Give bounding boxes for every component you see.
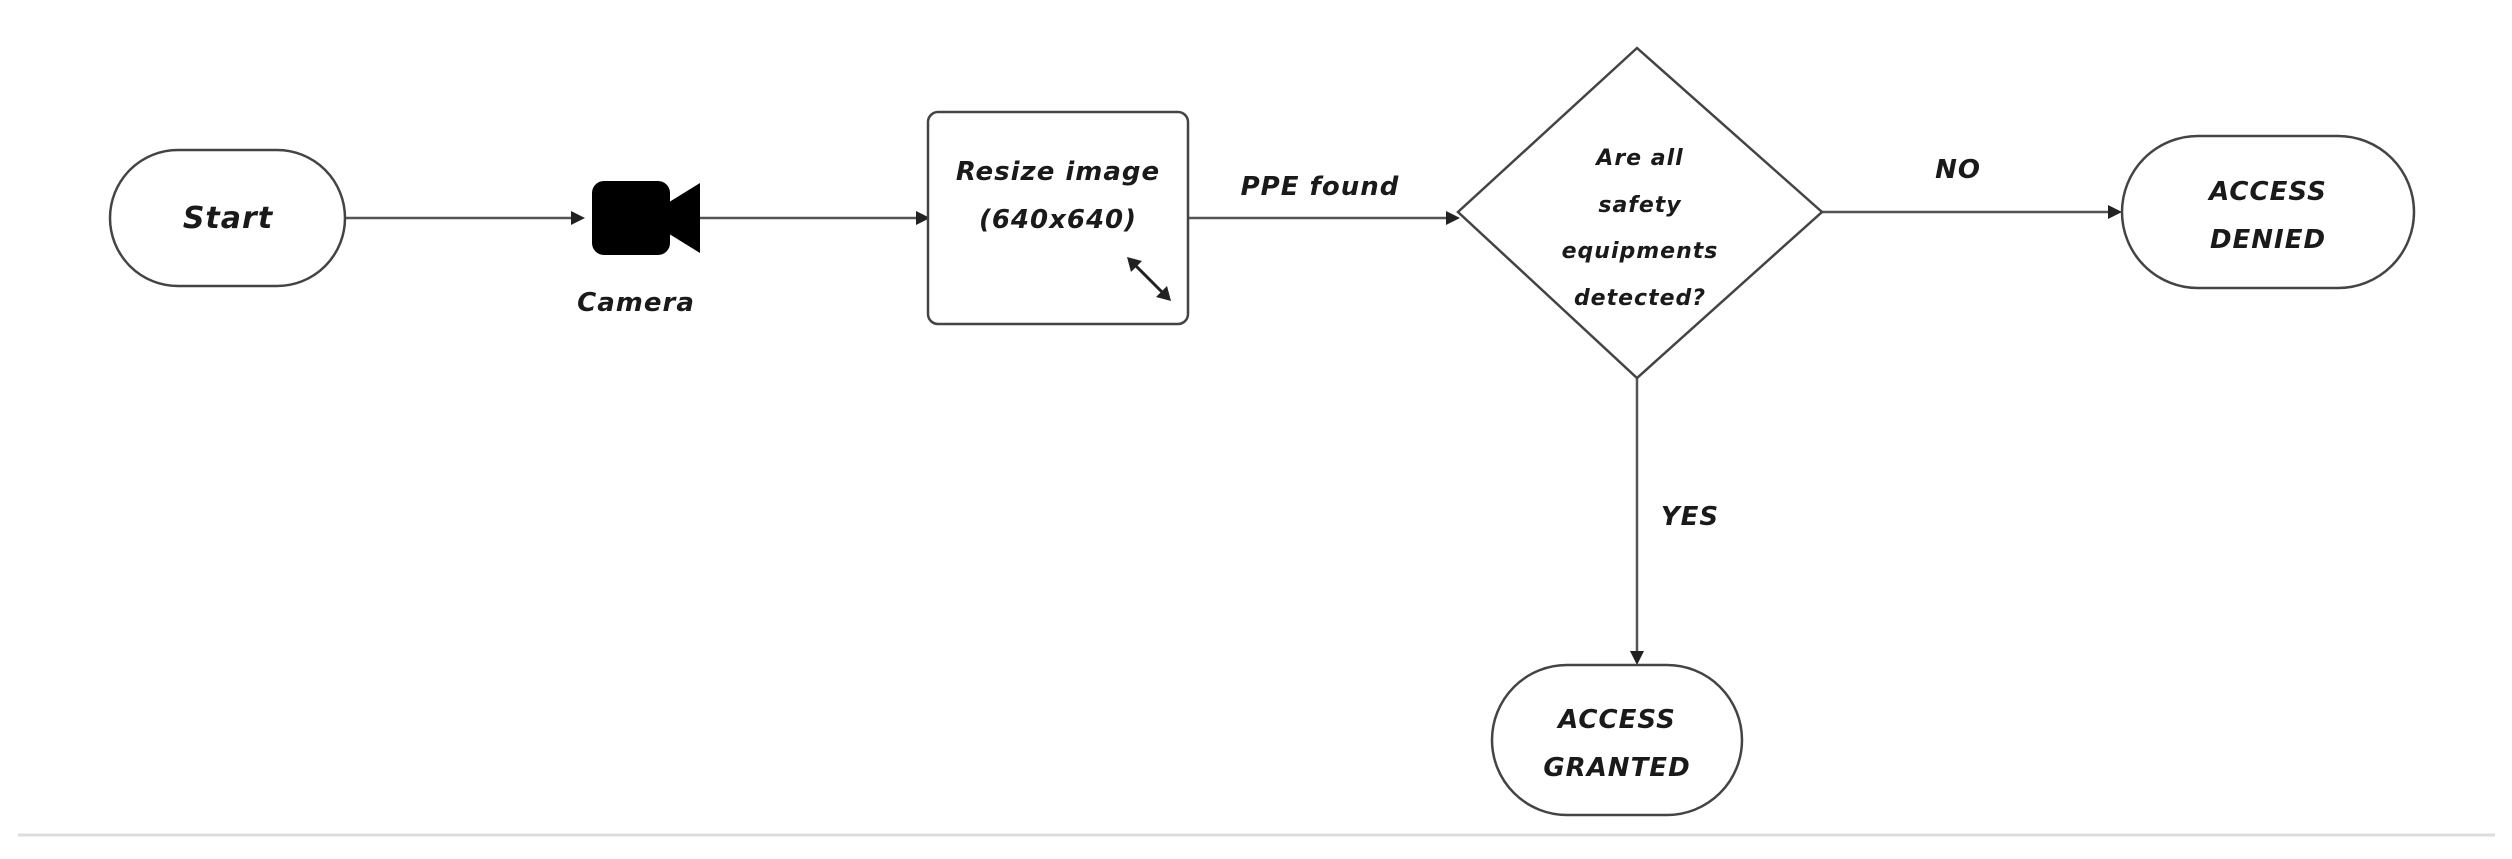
resize-label-line1: Resize image [956,157,1160,187]
access-granted-node: ACCESS GRANTED [1490,663,1744,817]
camera-node: Camera [577,181,700,318]
edge-label-ppe-found: PPE found [1241,172,1400,202]
edge-decision-to-granted [1630,378,1644,665]
resize-node: Resize image (640x640) [926,110,1190,326]
edge-camera-to-resize [700,211,930,225]
access-denied-line2: DENIED [2210,225,2326,255]
access-granted-line1: ACCESS [1556,705,1676,735]
resize-arrow-icon [1127,257,1171,301]
edge-label-yes: YES [1661,502,1719,532]
start-label: Start [183,201,274,236]
start-node: Start [108,148,347,288]
decision-label-line1: Are all [1594,146,1683,171]
access-granted-line2: GRANTED [1543,753,1690,783]
decision-node: Are all safety equipments detected? [1456,46,1824,380]
access-denied-node: ACCESS DENIED [2120,134,2416,290]
edge-resize-to-decision [1188,211,1460,225]
decision-label-line3: equipments [1562,239,1719,264]
access-denied-line1: ACCESS [2207,177,2327,207]
decision-label-line2: safety [1598,193,1682,218]
edge-label-no: NO [1935,155,1981,185]
edge-start-to-camera [345,211,585,225]
edge-decision-to-denied [1822,205,2122,219]
decision-label-line4: detected? [1574,286,1706,311]
camera-label: Camera [577,288,695,318]
video-camera-icon [592,181,700,255]
resize-label-line2: (640x640) [979,205,1137,235]
